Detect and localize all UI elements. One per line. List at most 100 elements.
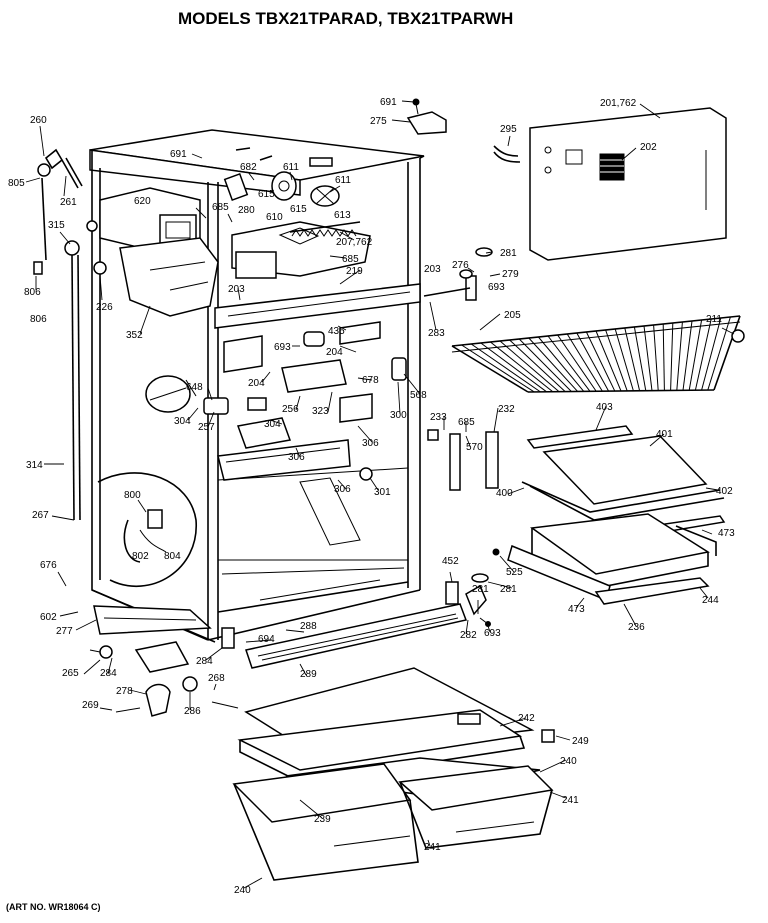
callout-label: 300 bbox=[390, 410, 407, 421]
callout-label: 691 bbox=[170, 149, 187, 160]
callout-label: 301 bbox=[374, 487, 391, 498]
callout-label: 242 bbox=[518, 713, 535, 724]
leader-line bbox=[403, 373, 421, 395]
callout-label: 613 bbox=[334, 210, 351, 221]
callout-label: 685 bbox=[342, 254, 359, 265]
leader-line bbox=[397, 381, 401, 415]
leader-line bbox=[329, 255, 347, 259]
control-components bbox=[145, 321, 407, 481]
callout-label: 805 bbox=[8, 178, 25, 189]
leader-line bbox=[75, 619, 97, 631]
callout-label: 568 bbox=[410, 390, 427, 401]
callout-label: 241 bbox=[562, 795, 579, 806]
leader-line bbox=[269, 419, 283, 425]
leader-line bbox=[499, 555, 515, 573]
callout-label: 685 bbox=[212, 202, 229, 213]
leader-line bbox=[207, 387, 213, 401]
callout-label: 278 bbox=[116, 686, 133, 697]
leader-line bbox=[507, 487, 525, 495]
leader-line bbox=[247, 171, 255, 181]
leader-line bbox=[261, 371, 271, 383]
leader-line bbox=[595, 405, 607, 431]
callout-label: 281 bbox=[500, 584, 517, 595]
leader-line bbox=[329, 185, 341, 193]
callout-label: 244 bbox=[702, 595, 719, 606]
leader-line bbox=[623, 603, 637, 627]
callout-label: 241 bbox=[424, 842, 441, 853]
leader-line bbox=[187, 407, 199, 421]
leader-line bbox=[245, 639, 273, 643]
callout-label: 286 bbox=[184, 706, 201, 717]
leader-lines bbox=[25, 100, 735, 889]
callout-label: 620 bbox=[134, 196, 151, 207]
callout-label: 401 bbox=[656, 429, 673, 440]
callout-labels: 691 275 201,762 295 202 260 805 261 691 … bbox=[8, 97, 735, 896]
leader-line bbox=[339, 231, 355, 241]
callout-label: 232 bbox=[498, 404, 515, 415]
callout-label: 452 bbox=[442, 556, 459, 567]
callout-label: 314 bbox=[26, 460, 43, 471]
callout-label: 403 bbox=[596, 402, 613, 413]
callout-label: 402 bbox=[716, 486, 733, 497]
leader-line bbox=[51, 515, 75, 521]
callout-label: 615 bbox=[258, 189, 275, 200]
leader-line bbox=[339, 269, 361, 285]
callout-label: 282 bbox=[460, 630, 477, 641]
leader-line bbox=[549, 791, 567, 799]
crisper-drawer-assembly bbox=[507, 513, 717, 605]
callout-label: 281 bbox=[500, 248, 517, 259]
leader-line bbox=[295, 447, 301, 458]
leader-line bbox=[289, 171, 293, 181]
callout-label: 219 bbox=[346, 266, 363, 277]
diagram-title: MODELS TBX21TPARAD, TBX21TPARWH bbox=[178, 9, 513, 28]
callout-label: 207,762 bbox=[336, 237, 373, 248]
leader-line bbox=[639, 103, 661, 119]
callout-label: 693 bbox=[274, 342, 291, 353]
callout-label: 277 bbox=[56, 626, 73, 637]
leader-line bbox=[25, 177, 41, 183]
leader-line bbox=[59, 611, 79, 617]
leader-line bbox=[129, 689, 147, 695]
callout-label: 269 bbox=[82, 700, 99, 711]
leader-line bbox=[489, 273, 501, 277]
leader-line bbox=[555, 735, 571, 741]
callout-label: 203 bbox=[228, 284, 245, 295]
callout-label: 236 bbox=[628, 622, 645, 633]
callout-label: 306 bbox=[362, 438, 379, 449]
leader-line bbox=[575, 597, 585, 609]
small-right-parts bbox=[445, 329, 745, 627]
callout-label: 610 bbox=[266, 212, 283, 223]
callout-label: 283 bbox=[428, 328, 445, 339]
callout-label: 256 bbox=[282, 404, 299, 415]
callout-label: 648 bbox=[186, 382, 203, 393]
hinge-and-screws bbox=[406, 98, 521, 301]
leader-line bbox=[487, 625, 491, 633]
leader-line bbox=[195, 207, 207, 219]
callout-label: 203 bbox=[424, 264, 441, 275]
leader-line bbox=[237, 287, 241, 301]
callout-label: 239 bbox=[314, 814, 331, 825]
callout-label: 806 bbox=[24, 287, 41, 298]
leader-line bbox=[57, 571, 67, 587]
callout-label: 694 bbox=[258, 634, 275, 645]
freezer-components bbox=[99, 147, 371, 317]
callout-label: 267 bbox=[32, 510, 49, 521]
callout-label: 304 bbox=[174, 416, 191, 427]
left-hinge-parts bbox=[33, 148, 107, 521]
callout-label: 676 bbox=[40, 560, 57, 571]
callout-label: 205 bbox=[504, 310, 521, 321]
leader-line bbox=[369, 477, 379, 491]
callout-label: 284 bbox=[196, 656, 213, 667]
callout-label: 268 bbox=[208, 673, 225, 684]
leader-line bbox=[467, 267, 475, 273]
callout-label: 306 bbox=[334, 484, 351, 495]
leader-line bbox=[63, 175, 67, 197]
callout-label: 323 bbox=[312, 406, 329, 417]
callout-label: 260 bbox=[30, 115, 47, 126]
leader-line bbox=[337, 325, 347, 331]
leader-line bbox=[493, 407, 499, 433]
leader-line bbox=[99, 707, 113, 711]
leader-line bbox=[227, 213, 233, 223]
toe-grille-289 bbox=[221, 603, 468, 669]
leader-line bbox=[487, 581, 513, 589]
